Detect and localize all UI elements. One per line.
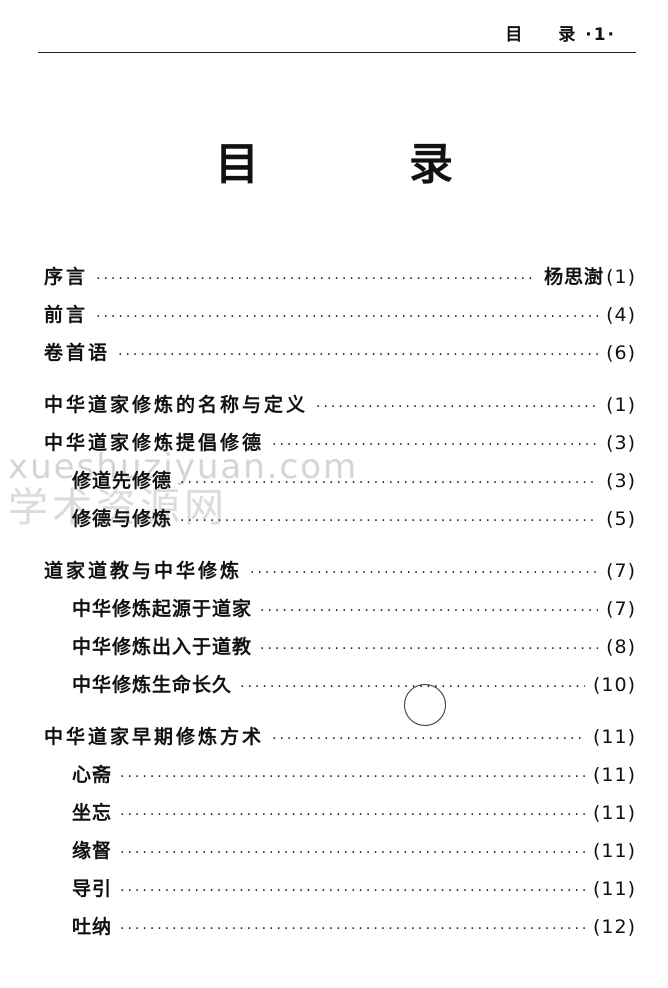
leader-dots bbox=[120, 883, 585, 899]
toc-entry-section[interactable]: 心斋 (11) bbox=[44, 760, 636, 798]
toc-page: (7) bbox=[606, 560, 636, 582]
toc-entry-foreword[interactable]: 前言 (4) bbox=[44, 300, 636, 338]
toc-entry-section[interactable]: 中华修炼起源于道家 (7) bbox=[44, 594, 636, 632]
toc-label: 中华道家早期修炼方术 bbox=[44, 726, 265, 748]
toc-page: (1) bbox=[606, 266, 636, 288]
toc-label: 中华道家修炼提倡修德 bbox=[44, 432, 265, 454]
leader-dots bbox=[96, 309, 598, 325]
toc-entry-section[interactable]: 中华修炼生命长久 (10) bbox=[44, 670, 636, 708]
toc-label: 中华修炼起源于道家 bbox=[72, 598, 253, 620]
toc-page: (10) bbox=[592, 674, 636, 696]
toc-entry-section[interactable]: 吐纳 (12) bbox=[44, 912, 636, 950]
leader-dots bbox=[120, 769, 585, 785]
toc-entry-chapter[interactable]: 道家道教与中华修炼 (7) bbox=[44, 556, 636, 594]
toc-label: 导引 bbox=[72, 878, 113, 900]
toc-page: (3) bbox=[606, 470, 636, 492]
toc-entry-chapter[interactable]: 中华道家早期修炼方术 (11) bbox=[44, 722, 636, 760]
toc-page: (6) bbox=[606, 342, 636, 364]
leader-dots bbox=[96, 271, 536, 287]
leader-dots bbox=[260, 641, 598, 657]
circle-mark bbox=[404, 684, 446, 726]
toc-entry-section[interactable]: 修德与修炼 (5) bbox=[44, 504, 636, 542]
toc-entry-section[interactable]: 导引 (11) bbox=[44, 874, 636, 912]
table-of-contents: 序言 杨思澍 (1) 前言 (4) 卷首语 (6) 中华道家修炼的名称与定义 (… bbox=[44, 262, 636, 950]
toc-page: (11) bbox=[592, 802, 636, 824]
header-page-number: ·1· bbox=[585, 25, 616, 45]
toc-author: 杨思澍 bbox=[544, 266, 605, 288]
leader-dots bbox=[180, 513, 598, 529]
toc-page: (8) bbox=[606, 636, 636, 658]
header-section-char1: 目 bbox=[505, 25, 525, 45]
toc-label: 道家道教与中华修炼 bbox=[44, 560, 243, 582]
page-title: 目录 bbox=[0, 128, 668, 192]
running-header: 目 录 ·1· bbox=[38, 0, 636, 53]
toc-entry-section[interactable]: 缘督 (11) bbox=[44, 836, 636, 874]
toc-page: (3) bbox=[606, 432, 636, 454]
toc-entry-opening[interactable]: 卷首语 (6) bbox=[44, 338, 636, 376]
toc-page: (11) bbox=[592, 840, 636, 862]
toc-entry-preface[interactable]: 序言 杨思澍 (1) bbox=[44, 262, 636, 300]
toc-label: 修道先修德 bbox=[72, 470, 173, 492]
toc-entry-chapter[interactable]: 中华道家修炼提倡修德 (3) bbox=[44, 428, 636, 466]
header-section-char2: 录 bbox=[558, 25, 578, 45]
leader-dots bbox=[120, 921, 585, 937]
leader-dots bbox=[180, 475, 598, 491]
leader-dots bbox=[120, 845, 585, 861]
toc-label: 坐忘 bbox=[72, 802, 113, 824]
toc-label: 序言 bbox=[44, 266, 89, 288]
title-char1: 目 bbox=[215, 139, 259, 190]
toc-page: (11) bbox=[592, 878, 636, 900]
toc-page: (4) bbox=[606, 304, 636, 326]
header-text: 目 录 ·1· bbox=[505, 20, 616, 45]
toc-page: (12) bbox=[592, 916, 636, 938]
toc-entry-chapter[interactable]: 中华道家修炼的名称与定义 (1) bbox=[44, 390, 636, 428]
toc-page: (11) bbox=[592, 764, 636, 786]
leader-dots bbox=[118, 347, 598, 363]
toc-entry-section[interactable]: 坐忘 (11) bbox=[44, 798, 636, 836]
title-char2: 录 bbox=[409, 139, 453, 190]
toc-label: 卷首语 bbox=[44, 342, 111, 364]
leader-dots bbox=[250, 565, 598, 581]
toc-label: 中华修炼出入于道教 bbox=[72, 636, 253, 658]
toc-label: 中华修炼生命长久 bbox=[72, 674, 233, 696]
toc-entry-section[interactable]: 中华修炼出入于道教 (8) bbox=[44, 632, 636, 670]
toc-page: (1) bbox=[606, 394, 636, 416]
leader-dots bbox=[272, 437, 598, 453]
toc-label: 吐纳 bbox=[72, 916, 113, 938]
toc-page: (11) bbox=[592, 726, 636, 748]
leader-dots bbox=[316, 399, 598, 415]
leader-dots bbox=[272, 731, 585, 747]
toc-page: (5) bbox=[606, 508, 636, 530]
leader-dots bbox=[260, 603, 598, 619]
toc-label: 修德与修炼 bbox=[72, 508, 173, 530]
leader-dots bbox=[120, 807, 585, 823]
toc-page: (7) bbox=[606, 598, 636, 620]
toc-label: 前言 bbox=[44, 304, 89, 326]
toc-label: 缘督 bbox=[72, 840, 113, 862]
toc-label: 心斋 bbox=[72, 764, 113, 786]
toc-label: 中华道家修炼的名称与定义 bbox=[44, 394, 309, 416]
toc-entry-section[interactable]: 修道先修德 (3) bbox=[44, 466, 636, 504]
